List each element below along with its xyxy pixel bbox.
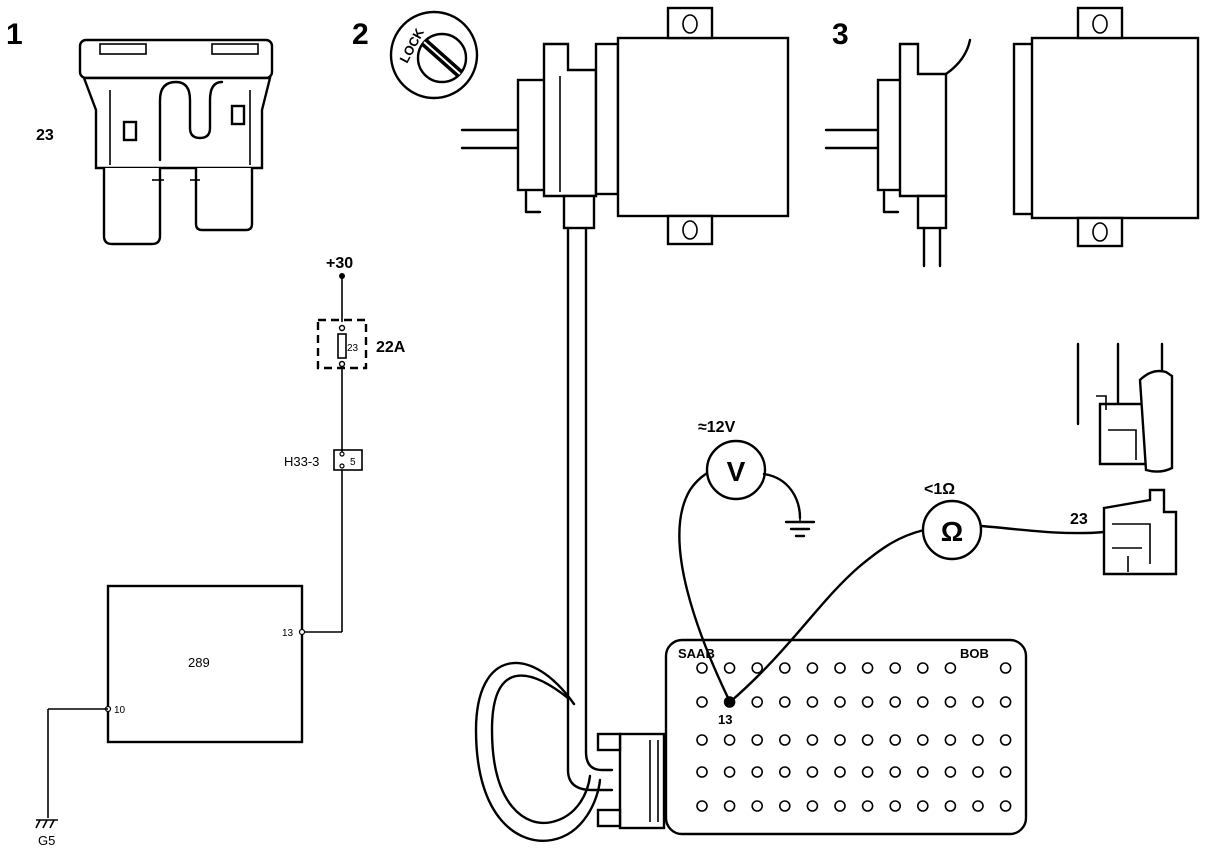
fuse-box-label: 22A <box>376 339 406 356</box>
breakout-pin-hole <box>751 766 764 778</box>
breakout-pin-hole <box>778 696 791 708</box>
breakout-pin-hole <box>723 800 736 812</box>
ground-label: G5 <box>38 833 55 848</box>
breakout-pin-hole <box>834 696 846 708</box>
breakout-pin-hole <box>889 766 902 778</box>
breakout-pin-hole <box>916 800 929 812</box>
breakout-pin-hole <box>696 734 708 746</box>
fuse-terminal <box>1102 488 1178 576</box>
breakout-pin-hole <box>778 734 791 746</box>
breakout-pin-hole <box>751 800 764 812</box>
breakout-pin-hole <box>889 696 902 708</box>
breakout-pin-hole <box>999 696 1012 708</box>
step-3-label: 3 <box>832 18 849 51</box>
breakout-pin-hole <box>999 800 1012 812</box>
breakout-pin-hole <box>751 734 764 746</box>
breakout-pin-hole <box>972 734 984 746</box>
breakout-pin-hole <box>916 696 929 708</box>
control-unit-label: 289 <box>188 655 210 670</box>
breakout-pin-hole <box>806 696 819 708</box>
voltmeter-symbol: V <box>727 456 746 487</box>
breakout-pin-hole <box>944 734 957 746</box>
blade-fuse-illustration <box>78 38 274 246</box>
breakout-box <box>596 638 1028 836</box>
breakout-pin-hole <box>834 662 846 674</box>
breakout-pin-hole <box>723 734 736 746</box>
breakout-pin-hole <box>916 766 929 778</box>
breakout-pin-hole <box>806 662 819 674</box>
step-1-label: 1 <box>6 18 23 51</box>
fuse-pin-label: 23 <box>347 343 359 354</box>
breakout-pin-hole <box>834 734 846 746</box>
breakout-pin-hole <box>861 800 874 812</box>
breakout-pin-hole <box>723 766 736 778</box>
connector-label: H33-3 <box>284 454 319 469</box>
breakout-pin-hole <box>999 662 1012 674</box>
breakout-pin-hole <box>778 662 791 674</box>
voltmeter <box>678 439 816 704</box>
breakout-pin-hole <box>806 734 819 746</box>
connector-pin-label: 5 <box>350 457 356 468</box>
breakout-pin-hole <box>696 766 708 778</box>
voltage-reading-label: ≈12V <box>698 419 736 436</box>
breakout-pin-hole <box>861 662 874 674</box>
ohmmeter <box>728 499 1106 704</box>
ignition-lock-icon <box>389 10 479 100</box>
step-2-label: 2 <box>352 18 369 51</box>
pin-in-label: 13 <box>282 628 294 639</box>
breakout-pin-hole <box>916 734 929 746</box>
control-unit-disconnected <box>824 6 1200 268</box>
breakout-pin-hole <box>916 662 929 674</box>
supply-label: +30 <box>326 255 353 272</box>
breakout-pin-hole <box>944 662 957 674</box>
fuse-number-label: 23 <box>36 127 54 144</box>
breakout-pin-hole <box>696 662 708 674</box>
breakout-pin-hole <box>944 696 957 708</box>
breakout-pin-hole <box>944 800 957 812</box>
pin-ground-label: 10 <box>114 705 126 716</box>
breakout-pin-hole <box>972 766 984 778</box>
control-unit-connected <box>460 6 790 246</box>
breakout-pin-hole <box>889 662 902 674</box>
breakout-pin-hole <box>751 662 764 674</box>
bob-model-label: BOB <box>960 646 989 661</box>
breakout-pin-hole <box>806 766 819 778</box>
breakout-pin-hole <box>889 800 902 812</box>
breakout-pin-hole <box>972 800 984 812</box>
breakout-pin-hole <box>999 734 1012 746</box>
breakout-pin-hole <box>834 766 846 778</box>
breakout-pin-hole <box>861 696 874 708</box>
breakout-pin-hole <box>778 800 791 812</box>
fuse-holder-detail <box>1076 342 1174 473</box>
breakout-pin-hole <box>696 696 708 708</box>
breakout-pin-hole <box>889 734 902 746</box>
ohmmeter-symbol: Ω <box>941 516 963 547</box>
breakout-pin-hole <box>944 766 957 778</box>
breakout-pin-hole <box>834 800 846 812</box>
breakout-pin-hole <box>972 696 984 708</box>
wiring-schematic <box>35 273 368 829</box>
fuse-terminal-label: 23 <box>1070 511 1088 528</box>
pin-13-label: 13 <box>718 712 732 727</box>
breakout-pin-hole <box>751 696 764 708</box>
breakout-pin-hole <box>778 766 791 778</box>
breakout-pin-hole <box>696 800 708 812</box>
resistance-reading-label: <1Ω <box>924 481 955 498</box>
breakout-pin-hole <box>999 766 1012 778</box>
breakout-pin-hole <box>861 766 874 778</box>
breakout-pin-hole <box>806 800 819 812</box>
adapter-cable <box>474 226 614 842</box>
breakout-pin-hole <box>723 662 736 674</box>
breakout-pin-hole <box>861 734 874 746</box>
